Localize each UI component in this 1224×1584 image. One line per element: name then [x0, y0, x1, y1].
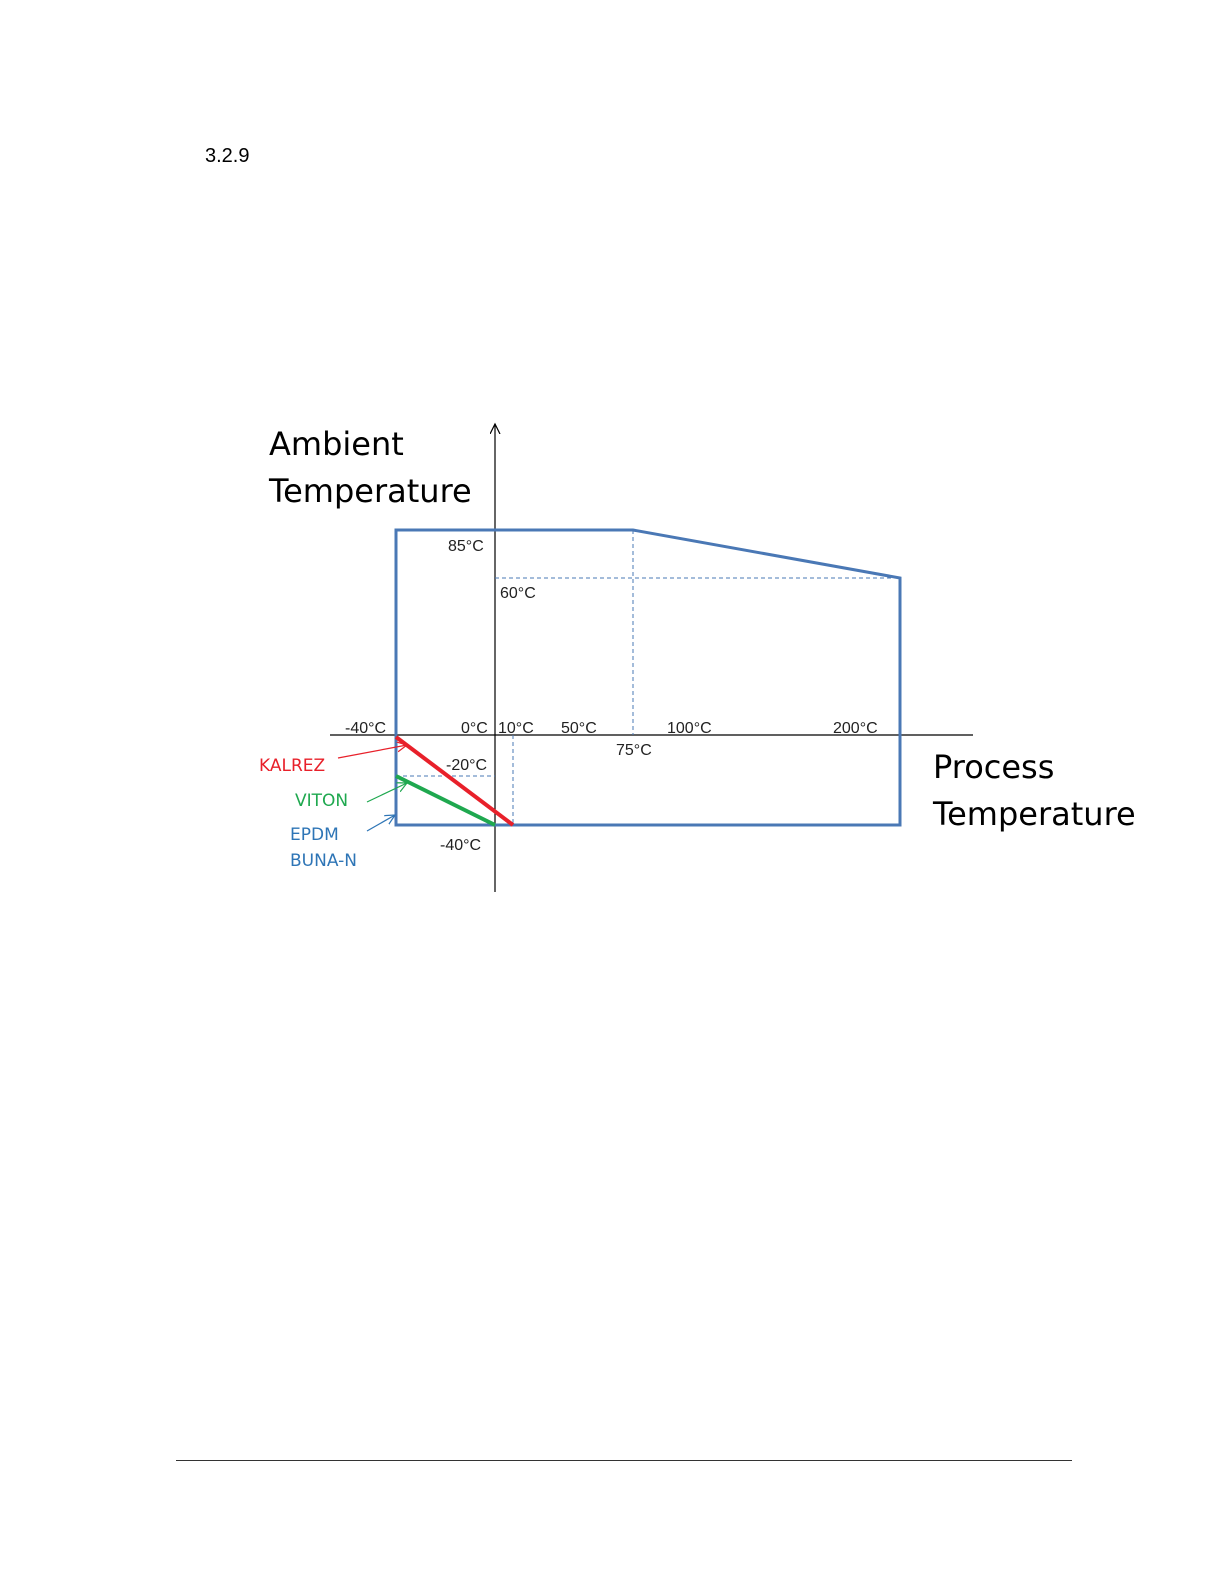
- x-tick-100c: 100°C: [667, 720, 712, 737]
- viton-pointer: [367, 783, 407, 802]
- y-tick-60c: 60°C: [500, 585, 536, 602]
- x-tick-50c: 50°C: [561, 720, 597, 737]
- x-tick-10c: 10°C: [498, 720, 534, 737]
- y-tick-minus20c: -20°C: [446, 757, 487, 774]
- footer-rule: [176, 1460, 1072, 1461]
- buna-label: BUNA-N: [290, 851, 357, 871]
- y-tick-85c: 85°C: [448, 538, 484, 555]
- x-tick-75c: 75°C: [616, 742, 652, 759]
- y-tick-minus40c: -40°C: [440, 837, 481, 854]
- epdm-label: EPDM: [290, 825, 339, 845]
- x-tick-0c: 0°C: [461, 720, 488, 737]
- y-axis-label-line2: Temperature: [268, 472, 472, 510]
- kalrez-label: KALREZ: [259, 756, 325, 776]
- viton-label: VITON: [295, 791, 348, 811]
- operating-envelope: [396, 530, 900, 825]
- x-tick-minus40c: -40°C: [345, 720, 386, 737]
- x-axis-label-line1: Process: [933, 748, 1054, 786]
- y-axis-label-line1: Ambient: [269, 425, 404, 463]
- epdm-pointer: [367, 815, 395, 831]
- x-tick-200c: 200°C: [833, 720, 878, 737]
- x-axis-label-line2: Temperature: [932, 795, 1136, 833]
